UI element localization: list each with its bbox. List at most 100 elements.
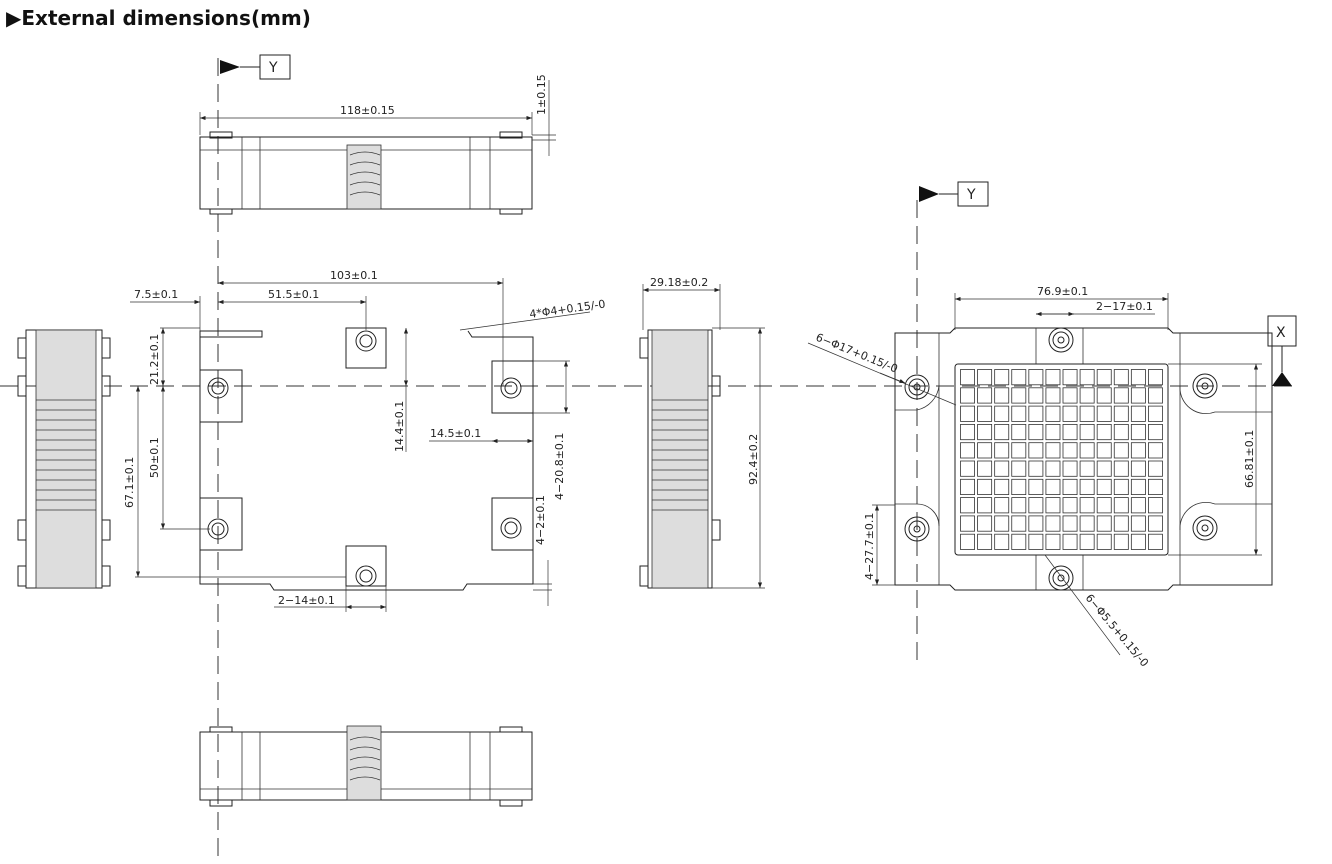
- fin-cell: [994, 533, 1010, 550]
- fin-cell: [1062, 369, 1078, 386]
- fin-cell: [1028, 515, 1044, 532]
- svg-text:21.2±0.1: 21.2±0.1: [148, 334, 161, 385]
- fin-cell: [960, 497, 975, 514]
- fin-cell: [1062, 533, 1078, 550]
- fin-cell: [1148, 497, 1163, 514]
- fin-cell: [1079, 442, 1095, 459]
- fin-cell: [1045, 478, 1061, 495]
- fin-cell: [1096, 442, 1112, 459]
- fin-cell: [977, 515, 993, 532]
- fin-cell: [1113, 369, 1129, 386]
- fin-cell: [1130, 442, 1146, 459]
- fin-cell: [1045, 405, 1061, 422]
- y-datum-marker-right: Y: [919, 181, 989, 207]
- boss-icon: [1048, 565, 1074, 591]
- fin-cell: [1148, 442, 1163, 459]
- screw-icon: [500, 377, 522, 399]
- fin-cell: [960, 478, 975, 495]
- fin-grid: [960, 369, 1163, 550]
- fin-cell: [1079, 478, 1095, 495]
- fin-cell: [1028, 533, 1044, 550]
- screw-icon: [355, 330, 377, 352]
- fin-cell: [1011, 478, 1027, 495]
- fin-cell: [1096, 533, 1112, 550]
- fin-cell: [1148, 423, 1163, 441]
- fin-cell: [1130, 405, 1146, 422]
- fin-cell: [1113, 460, 1129, 477]
- fin-cell: [1113, 515, 1129, 532]
- svg-text:2−17±0.1: 2−17±0.1: [1096, 300, 1153, 313]
- fin-cell: [1079, 533, 1095, 550]
- fin-cell: [960, 515, 975, 532]
- svg-text:92.4±0.2: 92.4±0.2: [747, 434, 760, 485]
- fin-cell: [1062, 405, 1078, 422]
- fin-cell: [1028, 478, 1044, 495]
- fin-cell: [1062, 387, 1078, 404]
- fin-cell: [1148, 515, 1163, 532]
- boss-icon: [904, 374, 930, 400]
- svg-text:50±0.1: 50±0.1: [148, 437, 161, 478]
- fin-cell: [1062, 442, 1078, 459]
- boss-icon: [1192, 515, 1218, 541]
- y-datum-marker-left: Y: [220, 54, 291, 80]
- fin-cell: [1096, 387, 1112, 404]
- fin-cell: [994, 478, 1010, 495]
- fin-cell: [1096, 478, 1112, 495]
- fin-cell: [1130, 369, 1146, 386]
- fin-cell: [1096, 515, 1112, 532]
- svg-text:51.5±0.1: 51.5±0.1: [268, 288, 319, 301]
- svg-text:29.18±0.2: 29.18±0.2: [650, 276, 708, 289]
- fin-cell: [1079, 405, 1095, 422]
- cold-plate-view: 76.9±0.1 2−17±0.1 6−Φ17+0.15/-0 66.81±0.…: [807, 285, 1273, 670]
- section-title: ▶External dimensions(mm): [6, 6, 311, 30]
- svg-text:4−2±0.1: 4−2±0.1: [534, 495, 547, 545]
- fin-cell: [960, 405, 975, 422]
- fin-cell: [960, 387, 975, 404]
- fin-cell: [977, 369, 993, 386]
- fin-cell: [960, 423, 975, 441]
- fin-cell: [1130, 478, 1146, 495]
- svg-text:1±0.15: 1±0.15: [535, 74, 548, 115]
- fin-cell: [1011, 460, 1027, 477]
- svg-text:4*Φ4+0.15/-0: 4*Φ4+0.15/-0: [529, 297, 607, 321]
- fin-cell: [1148, 369, 1163, 386]
- bottom-view: [199, 725, 533, 807]
- fin-cell: [1096, 423, 1112, 441]
- svg-text:103±0.1: 103±0.1: [330, 269, 378, 282]
- fin-cell: [1045, 423, 1061, 441]
- svg-text:Y: Y: [268, 60, 278, 76]
- svg-text:6−Φ5.5+0.15/-0: 6−Φ5.5+0.15/-0: [1083, 592, 1151, 670]
- x-datum-marker: X: [1267, 315, 1297, 386]
- screw-icon: [355, 565, 377, 587]
- fin-cell: [1028, 405, 1044, 422]
- boss-icon: [1192, 373, 1218, 399]
- fin-cell: [1148, 533, 1163, 550]
- fin-cell: [977, 497, 993, 514]
- fin-cell: [1096, 369, 1112, 386]
- fin-cell: [1011, 369, 1027, 386]
- fin-cell: [1130, 515, 1146, 532]
- fin-cell: [977, 460, 993, 477]
- fin-cell: [1113, 497, 1129, 514]
- fin-cell: [1130, 460, 1146, 477]
- fin-cell: [1079, 423, 1095, 441]
- fin-cell: [994, 497, 1010, 514]
- svg-text:2−14±0.1: 2−14±0.1: [278, 594, 335, 607]
- fin-cell: [1062, 423, 1078, 441]
- svg-text:7.5±0.1: 7.5±0.1: [134, 288, 178, 301]
- fin-cell: [1028, 497, 1044, 514]
- svg-text:66.81±0.1: 66.81±0.1: [1243, 430, 1256, 488]
- fin-cell: [1096, 497, 1112, 514]
- fin-cell: [1062, 460, 1078, 477]
- svg-text:14.5±0.1: 14.5±0.1: [430, 427, 481, 440]
- fin-cell: [994, 423, 1010, 441]
- fin-cell: [1011, 497, 1027, 514]
- left-side-view: [17, 329, 111, 589]
- svg-text:67.1±0.1: 67.1±0.1: [123, 457, 136, 508]
- fin-cell: [994, 387, 1010, 404]
- fin-cell: [1113, 442, 1129, 459]
- svg-text:4−20.8±0.1: 4−20.8±0.1: [553, 433, 566, 500]
- fin-cell: [977, 405, 993, 422]
- fin-cell: [1011, 387, 1027, 404]
- fin-cell: [977, 478, 993, 495]
